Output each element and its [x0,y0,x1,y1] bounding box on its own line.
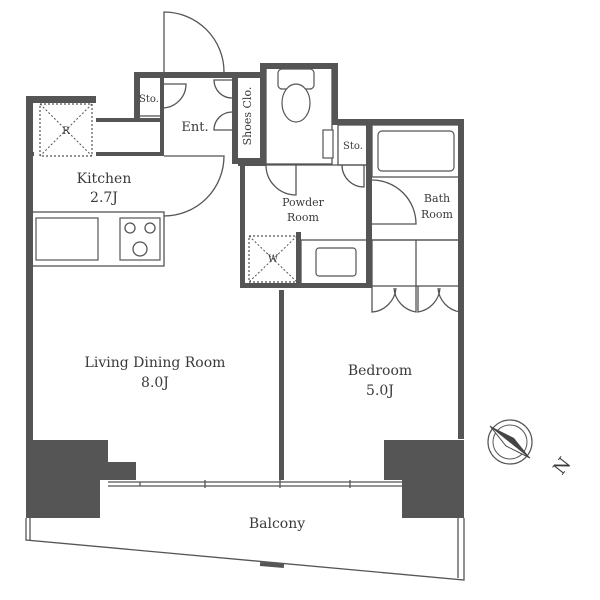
interior-lines [29,67,461,488]
refrigerator-mark: R [62,126,70,137]
refrigerator-space: R [39,103,93,157]
bath-room-label-line2: Room [421,208,454,221]
powder-room-label-line2: Room [287,211,320,224]
shoes-closet-label: Shoes Clo. [241,87,254,146]
balcony-outline [25,518,465,581]
bedroom-size: 5.0J [366,383,394,399]
doors [161,11,461,313]
living-label: Living Dining Room [85,355,226,371]
kitchen-size: 2.7J [90,190,118,206]
kitchen-label: Kitchen [77,171,132,187]
storage-bath-label: Sto. [343,141,363,152]
bath-room-label-line1: Bath [424,192,450,205]
exterior-walls [26,63,464,440]
compass: N [487,419,576,479]
room-labels: Kitchen 2.7J Ent. Sto. Shoes Clo. Sto. P… [77,87,454,532]
columns [26,440,464,518]
washer-mark: W [268,254,279,265]
entrance-label: Ent. [181,120,208,135]
storage-entry-label: Sto. [139,94,159,105]
balcony-label: Balcony [249,516,305,532]
bedroom-label: Bedroom [348,363,412,379]
living-size: 8.0J [141,375,169,391]
compass-north-label: N [549,454,575,479]
powder-room-label-line1: Powder [282,196,325,209]
washer-space: W [248,235,298,283]
